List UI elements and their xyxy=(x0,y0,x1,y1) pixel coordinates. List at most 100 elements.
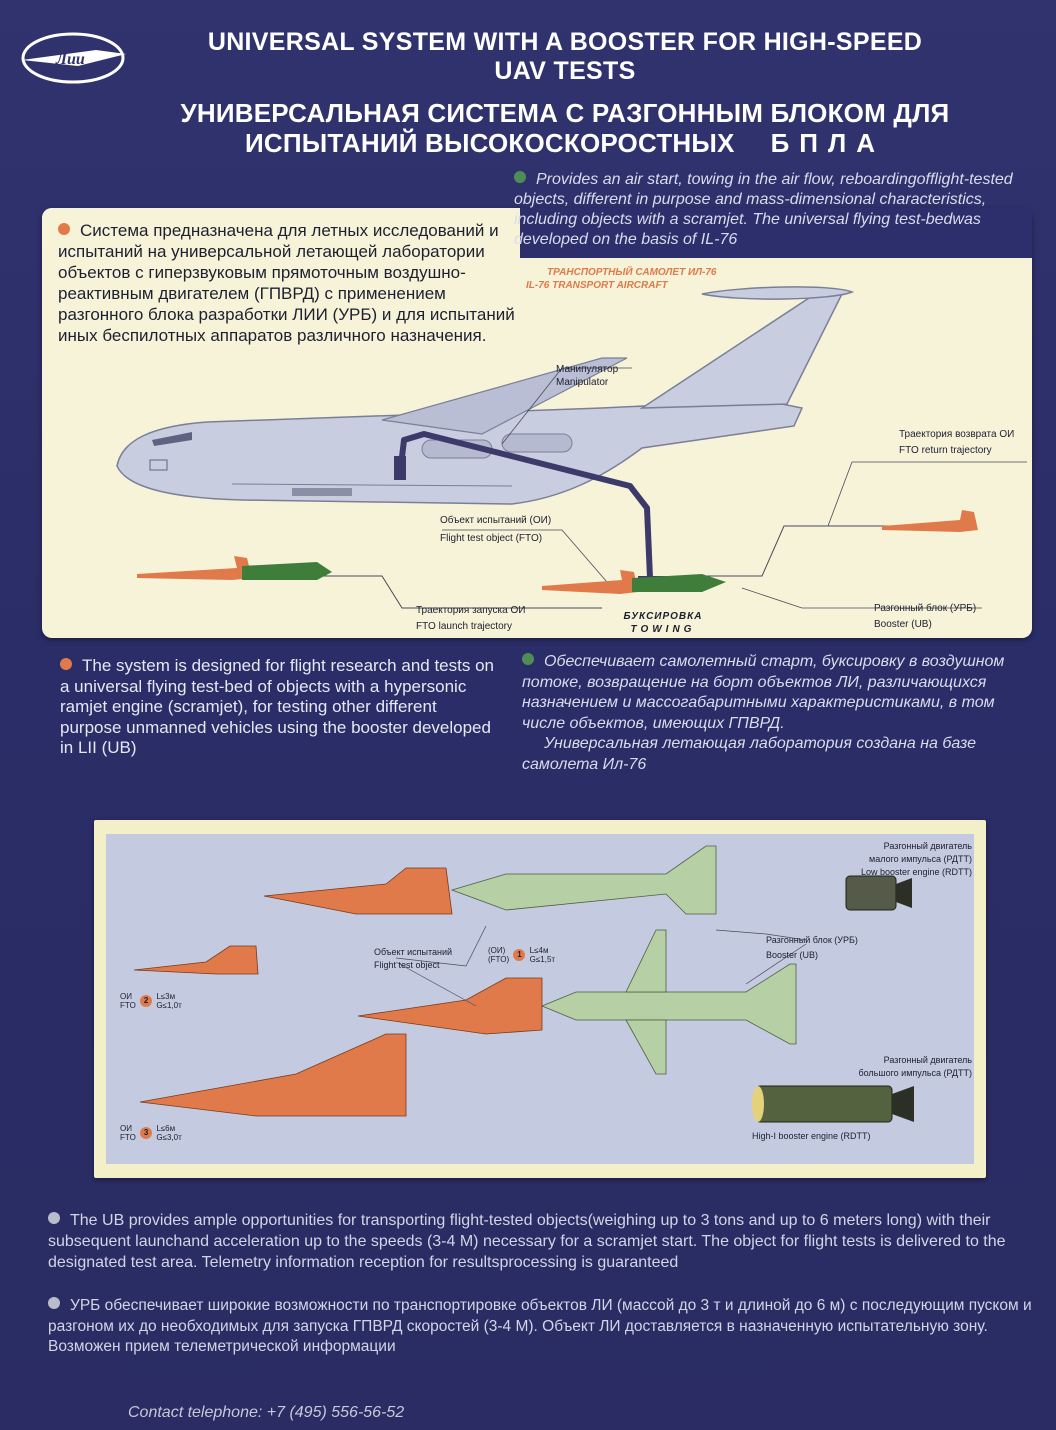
low-engine-ru-2: малого импульса (РДТТ) xyxy=(869,854,972,864)
towing-label: БУКСИРОВКА TOWING xyxy=(618,610,708,636)
aircraft-label-ru: ТРАНСПОРТНЫЙ САМОЛЕТ ИЛ-76 xyxy=(547,267,717,278)
title-ru-line-1: УНИВЕРСАЛЬНАЯ СИСТЕМА С РАЗГОННЫМ БЛОКОМ… xyxy=(180,98,950,128)
booster-config-panel: Разгонный двигатель малого импульса (РДТ… xyxy=(94,820,986,1178)
badge1-num: 1 xyxy=(513,949,526,961)
manipulator-ru: Манипулятор xyxy=(556,364,619,375)
badge3-l: L≤6м xyxy=(156,1124,176,1133)
launch-en: FTO launch trajectory xyxy=(416,621,512,632)
aircraft-label-en: IL-76 TRANSPORT AIRCRAFT xyxy=(526,280,668,291)
badge3-num: 3 xyxy=(140,1127,153,1139)
fto-return-orange xyxy=(882,510,978,532)
fto-label: Объект испытаний (ОИ) Flight test object… xyxy=(440,514,551,545)
fto-left-orange xyxy=(137,556,252,580)
ub-en-text: The UB provides ample opportunities for … xyxy=(48,1210,1028,1273)
badge1-label: (ОИ) xyxy=(488,946,506,955)
low-engine-en: Low booster engine (RDTT) xyxy=(860,867,972,877)
ub-ru: УРБ обеспечивает широкие возможности по … xyxy=(48,1297,1032,1355)
badge3-g: G≤3,0т xyxy=(156,1133,182,1142)
high-engine-ru-1: Разгонный двигатель xyxy=(883,1055,972,1065)
system-en: The system is designed for flight resear… xyxy=(60,656,494,757)
ub-en: The UB provides ample opportunities for … xyxy=(48,1212,1006,1271)
towing-en: TOWING xyxy=(630,624,696,635)
manipulator-arm xyxy=(397,431,653,579)
provides-ru-p1: Обеспечивает самолетный старт, буксировк… xyxy=(522,653,1005,732)
return-en: FTO return trajectory xyxy=(899,445,992,456)
fto-bottom-en: Flight test object xyxy=(374,960,440,970)
badge3-label2: FTO xyxy=(120,1133,136,1142)
high-engine-ru-2: большого импульса (РДТТ) xyxy=(858,1068,972,1078)
title-en-line-2: UAV TESTS xyxy=(494,57,636,85)
high-booster-engine xyxy=(755,1085,893,1123)
system-ru: Система предназначена для летных исследо… xyxy=(58,221,515,345)
towing-ru: БУКСИРОВКА xyxy=(623,611,703,622)
fto3-orange xyxy=(139,1033,407,1117)
bullet-grey xyxy=(48,1212,60,1224)
booster1-green xyxy=(450,845,717,915)
launch-trajectory-label: Траектория запуска ОИ FTO launch traject… xyxy=(416,604,525,633)
badge3-label: ОИ xyxy=(120,1124,132,1133)
bullet-grey xyxy=(48,1297,60,1309)
title-en-line-1: UNIVERSAL SYSTEM WITH A BOOSTER FOR HIGH… xyxy=(207,28,923,56)
return-ru: Траектория возврата ОИ xyxy=(899,429,1015,440)
booster-mid-fin-up xyxy=(625,929,667,993)
fto-return-trajectory-line xyxy=(682,525,922,577)
system-ru-text: Система предназначена для летных исследо… xyxy=(58,220,518,346)
provides-ru-p2: Универсальная летающая лаборатория созда… xyxy=(522,735,977,773)
il76-stabilizer xyxy=(701,286,855,300)
il76-wing xyxy=(381,357,628,435)
provides-ru-text: Обеспечивает самолетный старт, буксировк… xyxy=(522,652,1012,775)
lii-airplane-logo-icon: Лии xyxy=(21,32,126,84)
booster-ub-ru: Разгонный блок (УРБ) xyxy=(766,935,858,945)
fto-launch-trajectory-line xyxy=(272,575,602,609)
provides-en: Provides an air start, towing in the air… xyxy=(514,171,1013,248)
title-english: UNIVERSAL SYSTEM WITH A BOOSTER FOR HIGH… xyxy=(150,28,980,86)
booster-ub-en: Booster (UB) xyxy=(766,950,819,960)
launch-ru: Траектория запуска ОИ xyxy=(416,605,526,616)
badge2-g: G≤1,0т xyxy=(156,1001,182,1010)
low-booster-engine xyxy=(845,875,897,911)
low-engine-ru-1: Разгонный двигатель xyxy=(883,841,972,851)
high-engine-en: High-I booster engine (RDTT) xyxy=(752,1131,871,1141)
title-ru-line-2: ИСПЫТАНИЙ ВЫСОКОСКОРОСТНЫХ БПЛА xyxy=(150,128,980,158)
badge1-label2: (FTO) xyxy=(488,955,510,964)
title-ru-line-2a: ИСПЫТАНИЙ ВЫСОКОСКОРОСТНЫХ xyxy=(245,128,735,158)
booster-en: Booster (UB) xyxy=(874,619,932,630)
return-trajectory-label: Траектория возврата ОИ FTO return trajec… xyxy=(899,428,1014,457)
badge2-label2: FTO xyxy=(120,1001,136,1010)
booster-config-svg xyxy=(133,845,914,1123)
panel-notch xyxy=(520,208,1032,258)
booster-mid-fin-down xyxy=(625,1019,667,1075)
ub-ru-text: УРБ обеспечивает широкие возможности по … xyxy=(48,1296,1038,1358)
booster-config-diagram: Разгонный двигатель малого импульса (РДТ… xyxy=(106,834,974,1164)
il76-towing-diagram xyxy=(116,286,1027,609)
provides-en-text: Provides an air start, towing in the air… xyxy=(514,170,1034,250)
fto1-orange xyxy=(263,867,453,915)
badge1-l: L≤4м xyxy=(529,946,549,955)
title-russian: УНИВЕРСАЛЬНАЯ СИСТЕМА С РАЗГОННЫМ БЛОКОМ… xyxy=(150,98,980,158)
bullet-orange xyxy=(60,658,72,670)
fto-ru: Объект испытаний (ОИ) xyxy=(440,515,552,526)
badge2-label: ОИ xyxy=(120,992,132,1001)
badge2-num: 2 xyxy=(140,995,153,1007)
booster-ub-label: Разгонный блок (УРБ) Booster (UB) xyxy=(766,934,858,962)
booster-ru: Разгонный блок (УРБ) xyxy=(874,603,977,614)
system-ru-box xyxy=(42,208,522,378)
bullet-orange xyxy=(58,223,70,235)
booster-label: Разгонный блок (УРБ) Booster (UB) xyxy=(874,602,976,631)
fto-bottom-ru: Объект испытаний xyxy=(374,947,453,957)
il76-engine-2 xyxy=(501,433,573,453)
low-engine-label: Разгонный двигатель малого импульса (РДТ… xyxy=(826,840,972,879)
fto-bottom-label: Объект испытаний Flight test object xyxy=(374,946,452,972)
fto2-orange xyxy=(133,945,259,975)
system-en-text: The system is designed for flight resear… xyxy=(60,656,500,759)
badge2-l: L≤3м xyxy=(156,992,176,1001)
title-ru-line-2b: БПЛА xyxy=(770,128,885,158)
fto-en: Flight test object (FTO) xyxy=(440,533,543,544)
logo-text: Лии xyxy=(55,51,85,68)
manipulator-en: Manipulator xyxy=(556,377,609,388)
fto1-mid-orange xyxy=(357,977,543,1035)
fto-towed-orange xyxy=(542,570,638,594)
